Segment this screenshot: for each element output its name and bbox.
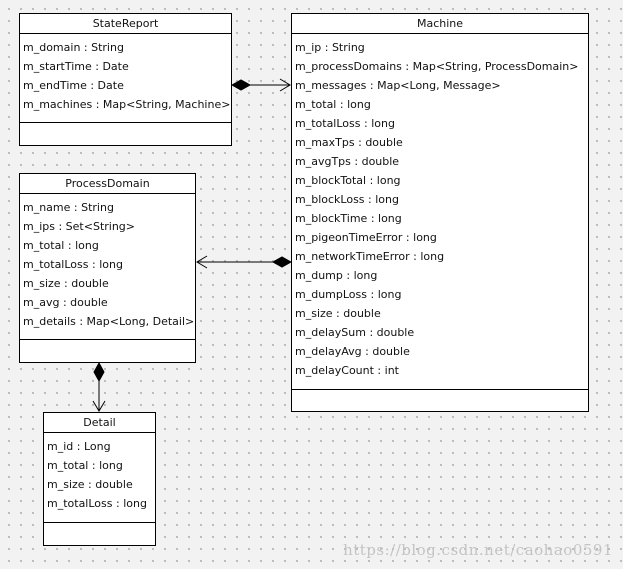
attributes-process-domain: m_name : String m_ips : Set<String> m_to…	[20, 194, 195, 340]
class-process-domain[interactable]: ProcessDomain m_name : String m_ips : Se…	[19, 173, 196, 363]
attribute-m-machines: m_machines : Map<String, Machine>	[23, 98, 231, 111]
attribute-m-end-time: m_endTime : Date	[23, 79, 124, 92]
attribute-m-dump-loss: m_dumpLoss : long	[295, 288, 402, 301]
composition-diamond-icon	[93, 361, 105, 383]
attributes-state-report: m_domain : String m_startTime : Date m_e…	[20, 34, 231, 123]
attribute-m-dump: m_dump : long	[295, 269, 378, 282]
attribute-m-total: m_total : long	[47, 459, 123, 472]
attribute-m-size: m_size : double	[295, 307, 381, 320]
composition-machine-processdomain[interactable]	[196, 255, 293, 269]
attribute-m-avg-tps: m_avgTps : double	[295, 155, 400, 168]
composition-diamond-icon	[271, 256, 293, 268]
attribute-m-network-time-error: m_networkTimeError : long	[295, 250, 445, 263]
open-arrowhead-icon	[279, 78, 291, 92]
class-title-state-report: StateReport	[20, 14, 231, 34]
attribute-m-total: m_total : long	[295, 98, 371, 111]
attribute-m-details: m_details : Map<Long, Detail>	[23, 315, 195, 328]
attribute-m-total-loss: m_totalLoss : long	[295, 117, 395, 130]
open-arrowhead-icon	[196, 255, 208, 269]
composition-diamond-icon	[230, 79, 252, 91]
attribute-m-block-loss: m_blockLoss : long	[295, 193, 399, 206]
attribute-m-delay-avg: m_delayAvg : double	[295, 345, 410, 358]
class-title-process-domain: ProcessDomain	[20, 174, 195, 194]
attribute-m-total: m_total : long	[23, 239, 99, 252]
attribute-m-pigeon-time-error: m_pigeonTimeError : long	[295, 231, 437, 244]
class-machine[interactable]: Machine m_ip : String m_processDomains :…	[291, 13, 589, 412]
attribute-m-messages: m_messages : Map<Long, Message>	[295, 79, 501, 92]
class-detail[interactable]: Detail m_id : Long m_total : long m_size…	[43, 412, 156, 546]
attribute-m-block-time: m_blockTime : long	[295, 212, 402, 225]
attribute-m-delay-count: m_delayCount : int	[295, 364, 399, 377]
attribute-m-avg: m_avg : double	[23, 296, 108, 309]
attribute-m-delay-sum: m_delaySum : double	[295, 326, 415, 339]
attribute-m-size: m_size : double	[47, 478, 133, 491]
attribute-m-total-loss: m_totalLoss : long	[23, 258, 123, 271]
class-title-machine: Machine	[292, 14, 588, 34]
composition-statereport-machine[interactable]	[230, 78, 291, 92]
attributes-detail: m_id : Long m_total : long m_size : doub…	[44, 433, 155, 523]
attribute-m-ips: m_ips : Set<String>	[23, 220, 136, 233]
open-arrowhead-icon	[92, 400, 106, 412]
attribute-m-name: m_name : String	[23, 201, 114, 214]
attribute-m-max-tps: m_maxTps : double	[295, 136, 403, 149]
attribute-m-block-total: m_blockTotal : long	[295, 174, 401, 187]
attribute-m-ip: m_ip : String	[295, 41, 365, 54]
attribute-m-size: m_size : double	[23, 277, 109, 290]
class-title-detail: Detail	[44, 413, 155, 433]
watermark: https://blog.csdn.net/caohao0591	[343, 541, 613, 559]
composition-processdomain-detail[interactable]	[92, 361, 106, 412]
attribute-m-start-time: m_startTime : Date	[23, 60, 129, 73]
class-state-report[interactable]: StateReport m_domain : String m_startTim…	[19, 13, 232, 146]
attributes-machine: m_ip : String m_processDomains : Map<Str…	[292, 34, 588, 390]
attribute-m-process-domains: m_processDomains : Map<String, ProcessDo…	[295, 60, 579, 73]
attribute-m-domain: m_domain : String	[23, 41, 124, 54]
attribute-m-id: m_id : Long	[47, 440, 111, 453]
attribute-m-total-loss: m_totalLoss : long	[47, 497, 147, 510]
